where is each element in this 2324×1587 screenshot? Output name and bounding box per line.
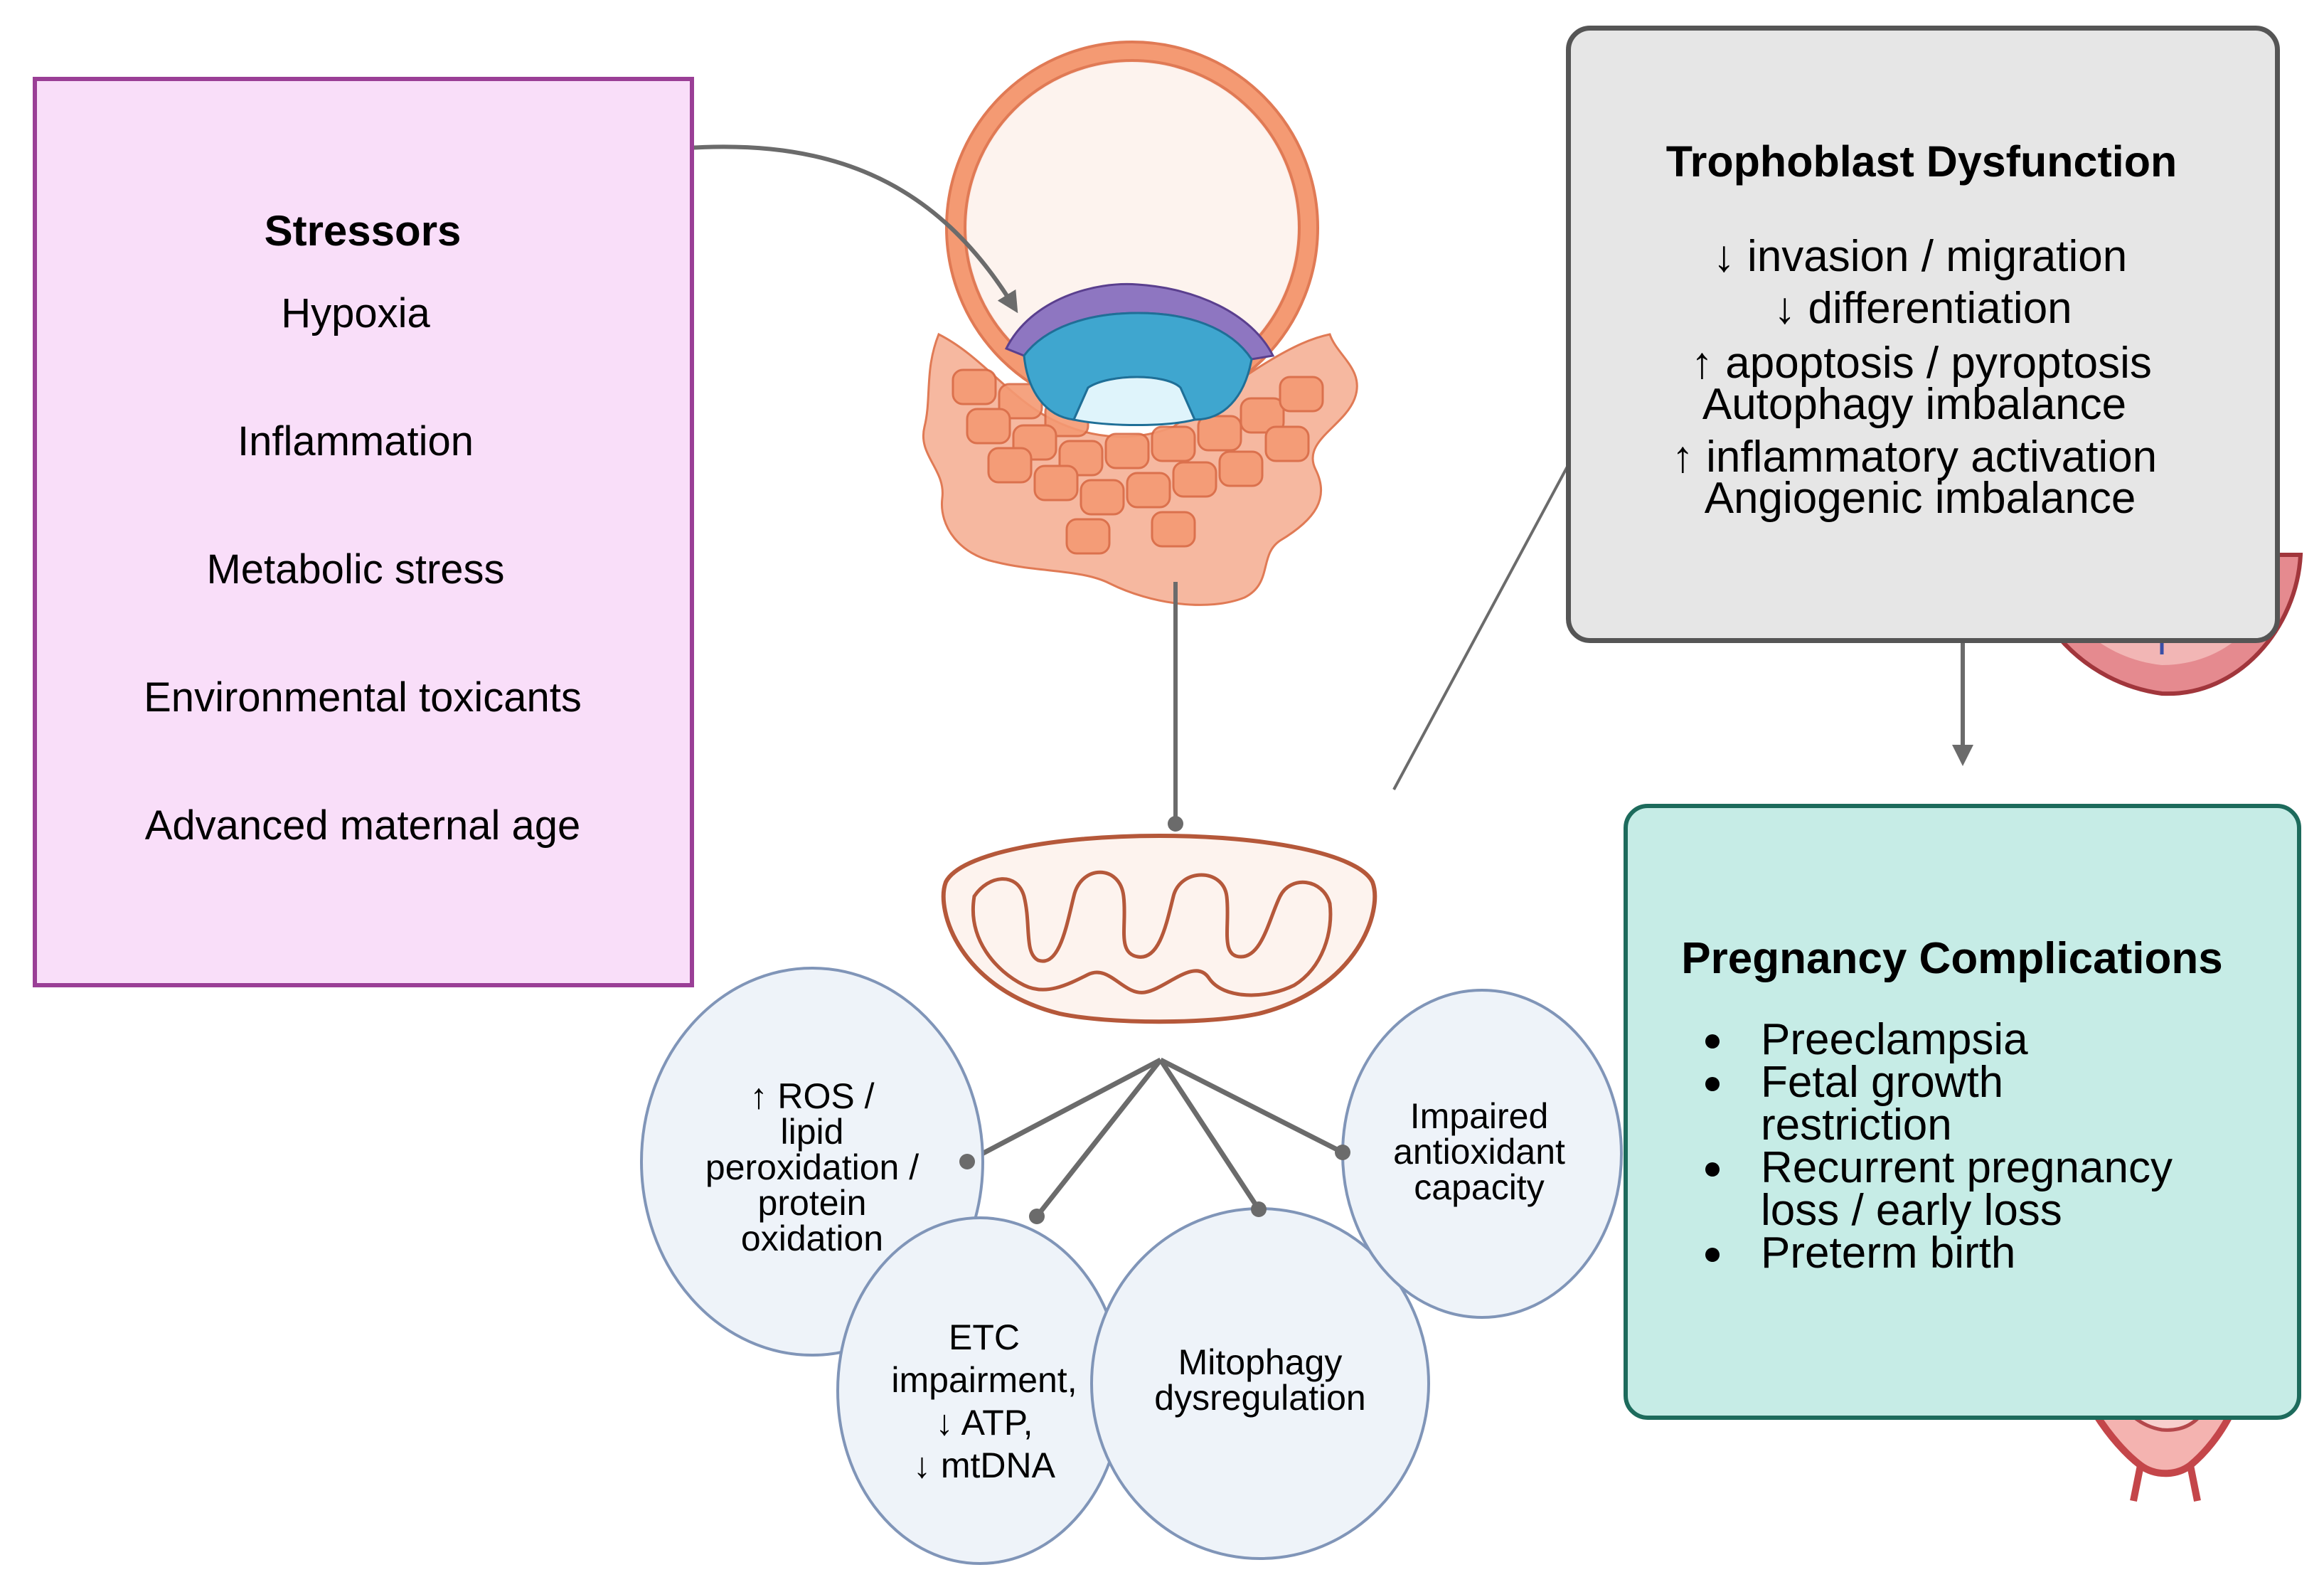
stressor-item: Hypoxia xyxy=(281,290,430,336)
complications-title: Pregnancy Complications xyxy=(1681,934,2223,983)
stressor-item: Advanced maternal age xyxy=(144,802,581,849)
complications-list: Preeclampsia Fetal growth restriction Re… xyxy=(1705,1018,2173,1275)
trophoblast-panel xyxy=(1566,26,2280,643)
stressor-item: Environmental toxicants xyxy=(144,674,582,721)
stressors-title: Stressors xyxy=(264,207,462,255)
trophoblast-item: Autophagy imbalance xyxy=(1702,380,2127,429)
complication-item: Preterm birth xyxy=(1705,1231,2173,1275)
bullet-icon xyxy=(1705,1077,1720,1091)
etc-label: ETC impairment, ↓ ATP, ↓ mtDNA xyxy=(891,1317,1077,1485)
bullet-icon xyxy=(1705,1248,1720,1262)
stressor-item: Metabolic stress xyxy=(206,546,505,593)
complication-item: Fetal growth restriction xyxy=(1705,1061,2173,1147)
mitochondrion-outer-membrane xyxy=(941,833,1377,1024)
trophoblast-item: ↓ differentiation xyxy=(1774,284,2072,333)
complication-item: Recurrent pregnancy loss / early loss xyxy=(1705,1146,2173,1233)
trophoblast-item: ↓ invasion / migration xyxy=(1712,232,2128,281)
complications-panel xyxy=(1624,804,2301,1420)
trophoblast-title: Trophoblast Dysfunction xyxy=(1665,137,2178,186)
complication-item: Preeclampsia xyxy=(1705,1018,2173,1062)
stressors-panel xyxy=(33,77,694,987)
hypoblast-layer xyxy=(1023,312,1253,421)
bullet-icon xyxy=(1705,1162,1720,1177)
antioxidant-label: Impaired antioxidant capacity xyxy=(1393,1096,1565,1207)
trophoblast-item: Angiogenic imbalance xyxy=(1704,474,2136,523)
stressor-arrow xyxy=(643,144,1018,314)
ros-label: ↑ ROS / lipid peroxidation / protein oxi… xyxy=(705,1076,920,1258)
stressor-item: Inflammation xyxy=(237,418,474,465)
mitochondrion-illustration xyxy=(941,833,1377,1024)
trophoblast-item: ↑ inflammatory activation xyxy=(1671,432,2158,482)
blastocyst-illustration xyxy=(922,41,1358,606)
bullet-icon xyxy=(1705,1034,1720,1049)
trophoblast-item: ↑ apoptosis / pyroptosis xyxy=(1691,339,2152,388)
mitophagy-label: Mitophagy dysregulation xyxy=(1154,1342,1366,1418)
mitochondrion-cristae xyxy=(971,870,1333,997)
